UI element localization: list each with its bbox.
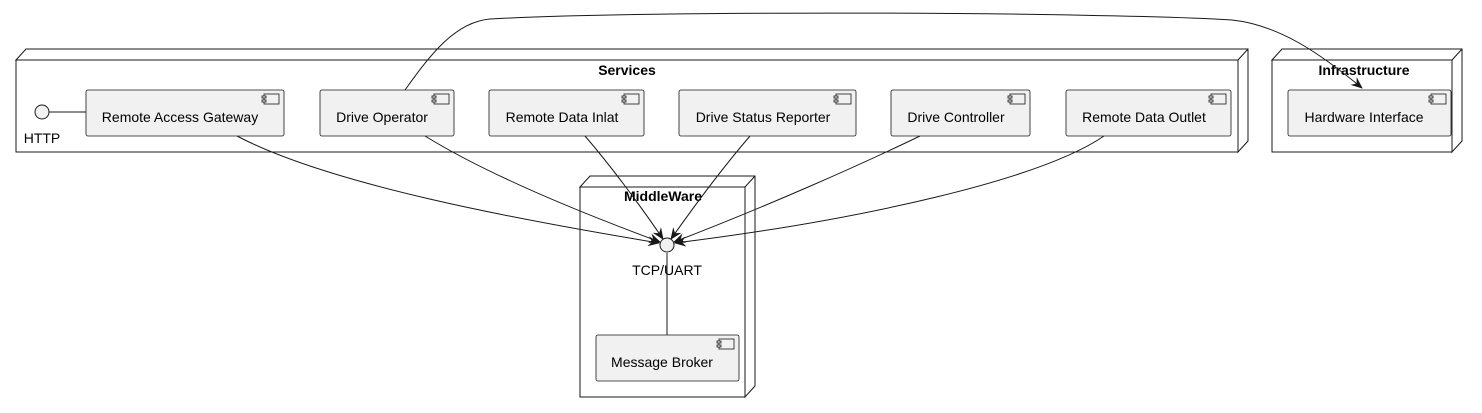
arrow-remote-data-inlat bbox=[584, 135, 664, 240]
services-title: Services bbox=[598, 62, 656, 78]
component-remote-data-inlat: Remote Data Inlat bbox=[488, 89, 645, 137]
tcp-uart-interface: TCP/UART bbox=[632, 237, 702, 278]
component-message-broker: Message Broker bbox=[595, 334, 740, 382]
component-drive-status-reporter: Drive Status Reporter bbox=[678, 89, 857, 137]
connectors bbox=[49, 12, 1363, 335]
middleware-title: MiddleWare bbox=[624, 188, 702, 204]
arrow-drive-operator-to-hardware bbox=[404, 12, 1363, 91]
component-label: Drive Controller bbox=[907, 109, 1005, 125]
tcp-uart-label: TCP/UART bbox=[632, 262, 702, 278]
arrow-drive-status-reporter bbox=[670, 135, 751, 240]
arrow-drive-controller bbox=[673, 135, 921, 243]
component-icon bbox=[833, 93, 852, 105]
component-remote-data-outlet: Remote Data Outlet bbox=[1065, 89, 1232, 137]
component-icon bbox=[431, 93, 450, 105]
infrastructure-title: Infrastructure bbox=[1318, 62, 1409, 78]
arrow-remote-data-outlet bbox=[674, 135, 1105, 247]
component-label: Drive Status Reporter bbox=[696, 109, 831, 125]
arrow-remote-access-gateway bbox=[236, 135, 660, 247]
arrow-drive-operator bbox=[424, 135, 661, 243]
component-hardware-interface: Hardware Interface bbox=[1287, 89, 1452, 137]
component-drive-operator: Drive Operator bbox=[319, 89, 455, 137]
component-icon bbox=[716, 338, 735, 350]
component-label: Drive Operator bbox=[336, 109, 428, 125]
component-drive-controller: Drive Controller bbox=[890, 89, 1031, 137]
component-label: Message Broker bbox=[611, 354, 713, 370]
component-label: Remote Access Gateway bbox=[102, 109, 258, 125]
component-icon bbox=[621, 93, 640, 105]
http-interface: HTTP bbox=[24, 104, 61, 146]
component-label: Remote Data Inlat bbox=[506, 109, 619, 125]
component-label: Hardware Interface bbox=[1304, 109, 1423, 125]
http-label: HTTP bbox=[24, 130, 61, 146]
component-icon bbox=[1007, 93, 1026, 105]
component-icon bbox=[1208, 93, 1227, 105]
component-remote-access-gateway: Remote Access Gateway bbox=[85, 89, 285, 137]
component-label: Remote Data Outlet bbox=[1082, 109, 1206, 125]
component-icon bbox=[261, 93, 280, 105]
component-icon bbox=[1428, 93, 1447, 105]
